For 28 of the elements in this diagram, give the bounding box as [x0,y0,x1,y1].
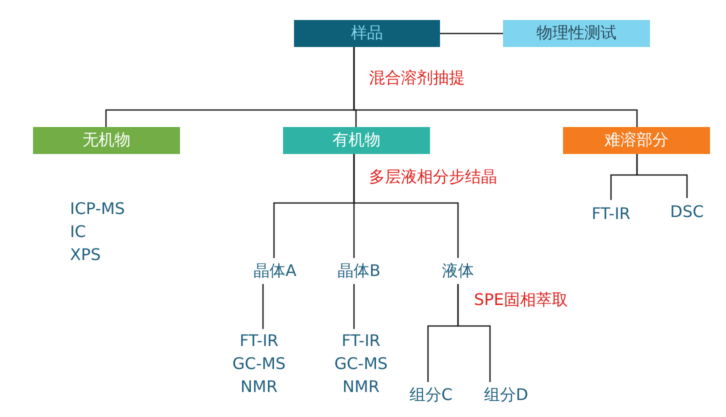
category-box: 物理性测试 [503,20,650,47]
item-label: 晶体A [246,258,304,284]
category-box: 难溶部分 [563,127,710,154]
category-box: 有机物 [283,127,430,154]
category-box: 样品 [294,20,440,47]
connector-line [353,154,459,258]
method-label: FT-IR [342,330,380,352]
item-label: 晶体B [330,258,388,284]
method-label: NMR [240,376,278,398]
connector-line [353,284,355,329]
method-label: XPS [70,245,101,264]
item-label: 液体 [436,258,480,284]
method-label: NMR [342,376,380,398]
category-box: 无机物 [33,127,180,154]
connector-line [262,284,264,329]
connector-line [353,47,638,127]
item-label: FT-IR [584,200,638,226]
method-label: ICP-MS [70,199,125,218]
item-label: 组分C [402,382,460,408]
item-label: 组分D [477,382,535,408]
connector-line [440,32,503,34]
item-label: DSC [664,198,710,224]
method-label: FT-IR [240,330,278,352]
connector-line [457,284,491,382]
method-label: GC-MS [232,353,286,375]
connector-line [636,154,688,198]
method-label: IC [70,222,86,241]
method-label: GC-MS [334,353,388,375]
